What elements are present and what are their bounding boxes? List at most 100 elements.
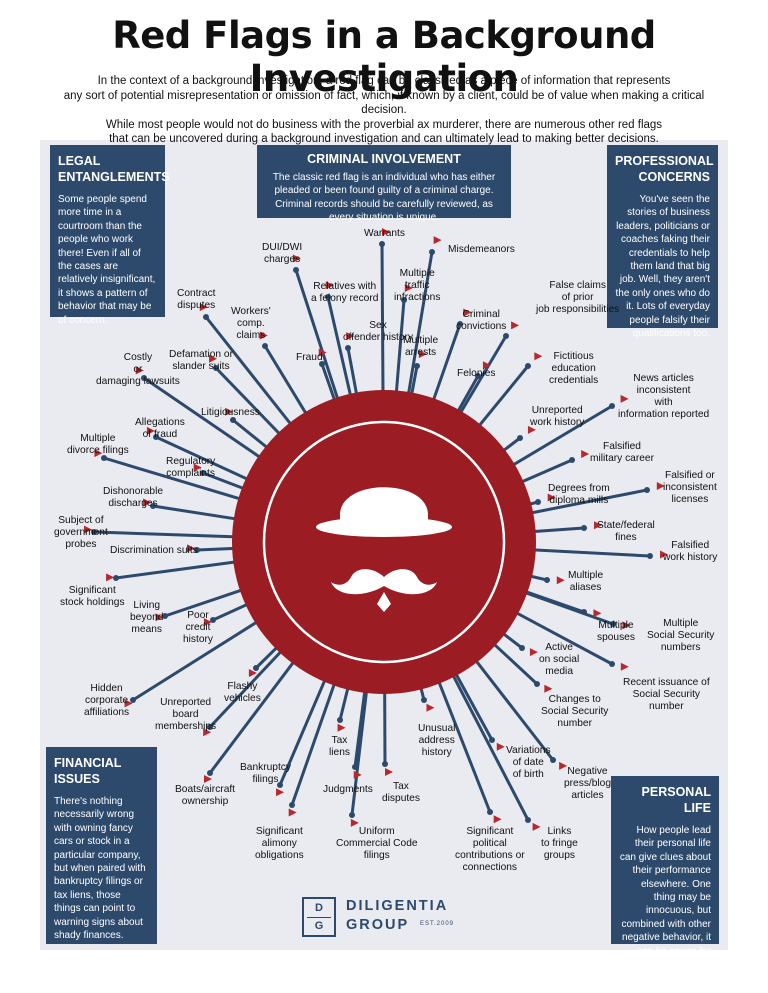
red-flag-icon — [547, 493, 556, 502]
hub-inner-ring — [262, 420, 506, 664]
red-flag-icon — [496, 742, 505, 751]
ray-end-dot — [544, 577, 550, 583]
box-text: Some people spend more time in a courtro… — [58, 194, 156, 326]
ray-line — [294, 269, 343, 410]
ray-line — [506, 606, 613, 666]
logo-name-line1: DILIGENTIA — [346, 898, 449, 914]
ray-line — [353, 680, 368, 768]
ray-end-dot — [382, 761, 388, 767]
ray-end-dot — [150, 503, 156, 509]
red-flag-icon — [337, 723, 346, 732]
flag-label: Litigiousness — [201, 407, 260, 418]
ray-end-dot — [610, 621, 616, 627]
red-flag-icon — [593, 521, 602, 530]
red-flag-icon — [556, 576, 565, 585]
red-flag-icon — [292, 254, 301, 263]
ray-line — [449, 664, 494, 741]
ray-end-dot — [113, 575, 119, 581]
ray-line — [93, 530, 245, 539]
intro-text: In the context of a background investiga… — [60, 74, 708, 147]
ray-line — [471, 365, 530, 435]
ray-line — [143, 376, 270, 465]
ray-line — [290, 673, 340, 806]
page-title: Red Flags in a Background Investigation — [112, 14, 656, 100]
ray-end-dot — [535, 499, 541, 505]
financial-issues-box: FINANCIAL ISSUES There's nothing necessa… — [46, 747, 157, 944]
professional-concerns-box: PROFESSIONAL CONCERNS You've seen the st… — [607, 145, 718, 339]
red-flag-icon — [620, 394, 629, 403]
ray-line — [468, 651, 555, 761]
ray-end-dot — [609, 403, 615, 409]
ray-end-dot — [609, 661, 615, 667]
ray-end-dot — [345, 345, 351, 351]
ray-line — [503, 404, 613, 472]
red-flag-icon — [146, 426, 155, 435]
red-flag-icon — [426, 703, 435, 712]
logo-mark: D G — [302, 897, 336, 937]
box-text: There's nothing necessarily wrong with o… — [54, 796, 146, 942]
red-flag-icon — [318, 348, 327, 357]
ray-end-dot — [401, 297, 407, 303]
ray-end-dot — [475, 373, 481, 379]
ray-end-dot — [581, 525, 587, 531]
ray-end-dot — [253, 665, 259, 671]
ray-end-dot — [230, 417, 236, 423]
red-flag-icon — [353, 770, 362, 779]
ray-end-dot — [141, 375, 147, 381]
ray-end-dot — [644, 487, 650, 493]
red-flag-icon — [193, 463, 202, 472]
ray-line — [155, 435, 258, 485]
flag-label: Felonies — [457, 368, 496, 379]
ray-line — [521, 488, 648, 517]
red-flag-icon — [346, 332, 355, 341]
ray-line — [394, 299, 406, 403]
ray-end-dot — [101, 455, 107, 461]
ray-end-dot — [325, 294, 331, 300]
intro-line: In the context of a background investiga… — [97, 75, 671, 87]
logo-mark-bottom: G — [314, 920, 324, 932]
ray-end-dot — [153, 434, 159, 440]
red-flag-icon — [527, 425, 536, 434]
flag-label: Discrimination suits — [110, 545, 198, 556]
red-flag-icon — [106, 573, 115, 582]
intro-line: that can be uncovered during a backgroun… — [109, 133, 659, 145]
red-flag-icon — [155, 613, 164, 622]
red-flag-icon — [581, 450, 590, 459]
ray-line — [164, 585, 252, 618]
ray-end-dot — [91, 529, 97, 535]
ray-line — [350, 680, 370, 816]
box-title: CRIMINAL INVOLVEMENT — [307, 152, 461, 166]
red-flag-icon — [84, 525, 93, 534]
ray-end-dot — [647, 553, 653, 559]
red-flag-icon — [209, 354, 218, 363]
box-title: PROFESSIONAL CONCERNS — [615, 154, 714, 184]
red-flag-icon — [187, 544, 196, 553]
personal-life-box: PERSONAL LIFE How people lead their pers… — [611, 776, 719, 970]
ray-end-dot — [517, 435, 523, 441]
red-flag-icon — [659, 550, 668, 559]
intro-line: While most people would not do business … — [105, 118, 663, 131]
red-flag-icon — [656, 482, 665, 491]
red-flag-icon — [325, 281, 334, 290]
